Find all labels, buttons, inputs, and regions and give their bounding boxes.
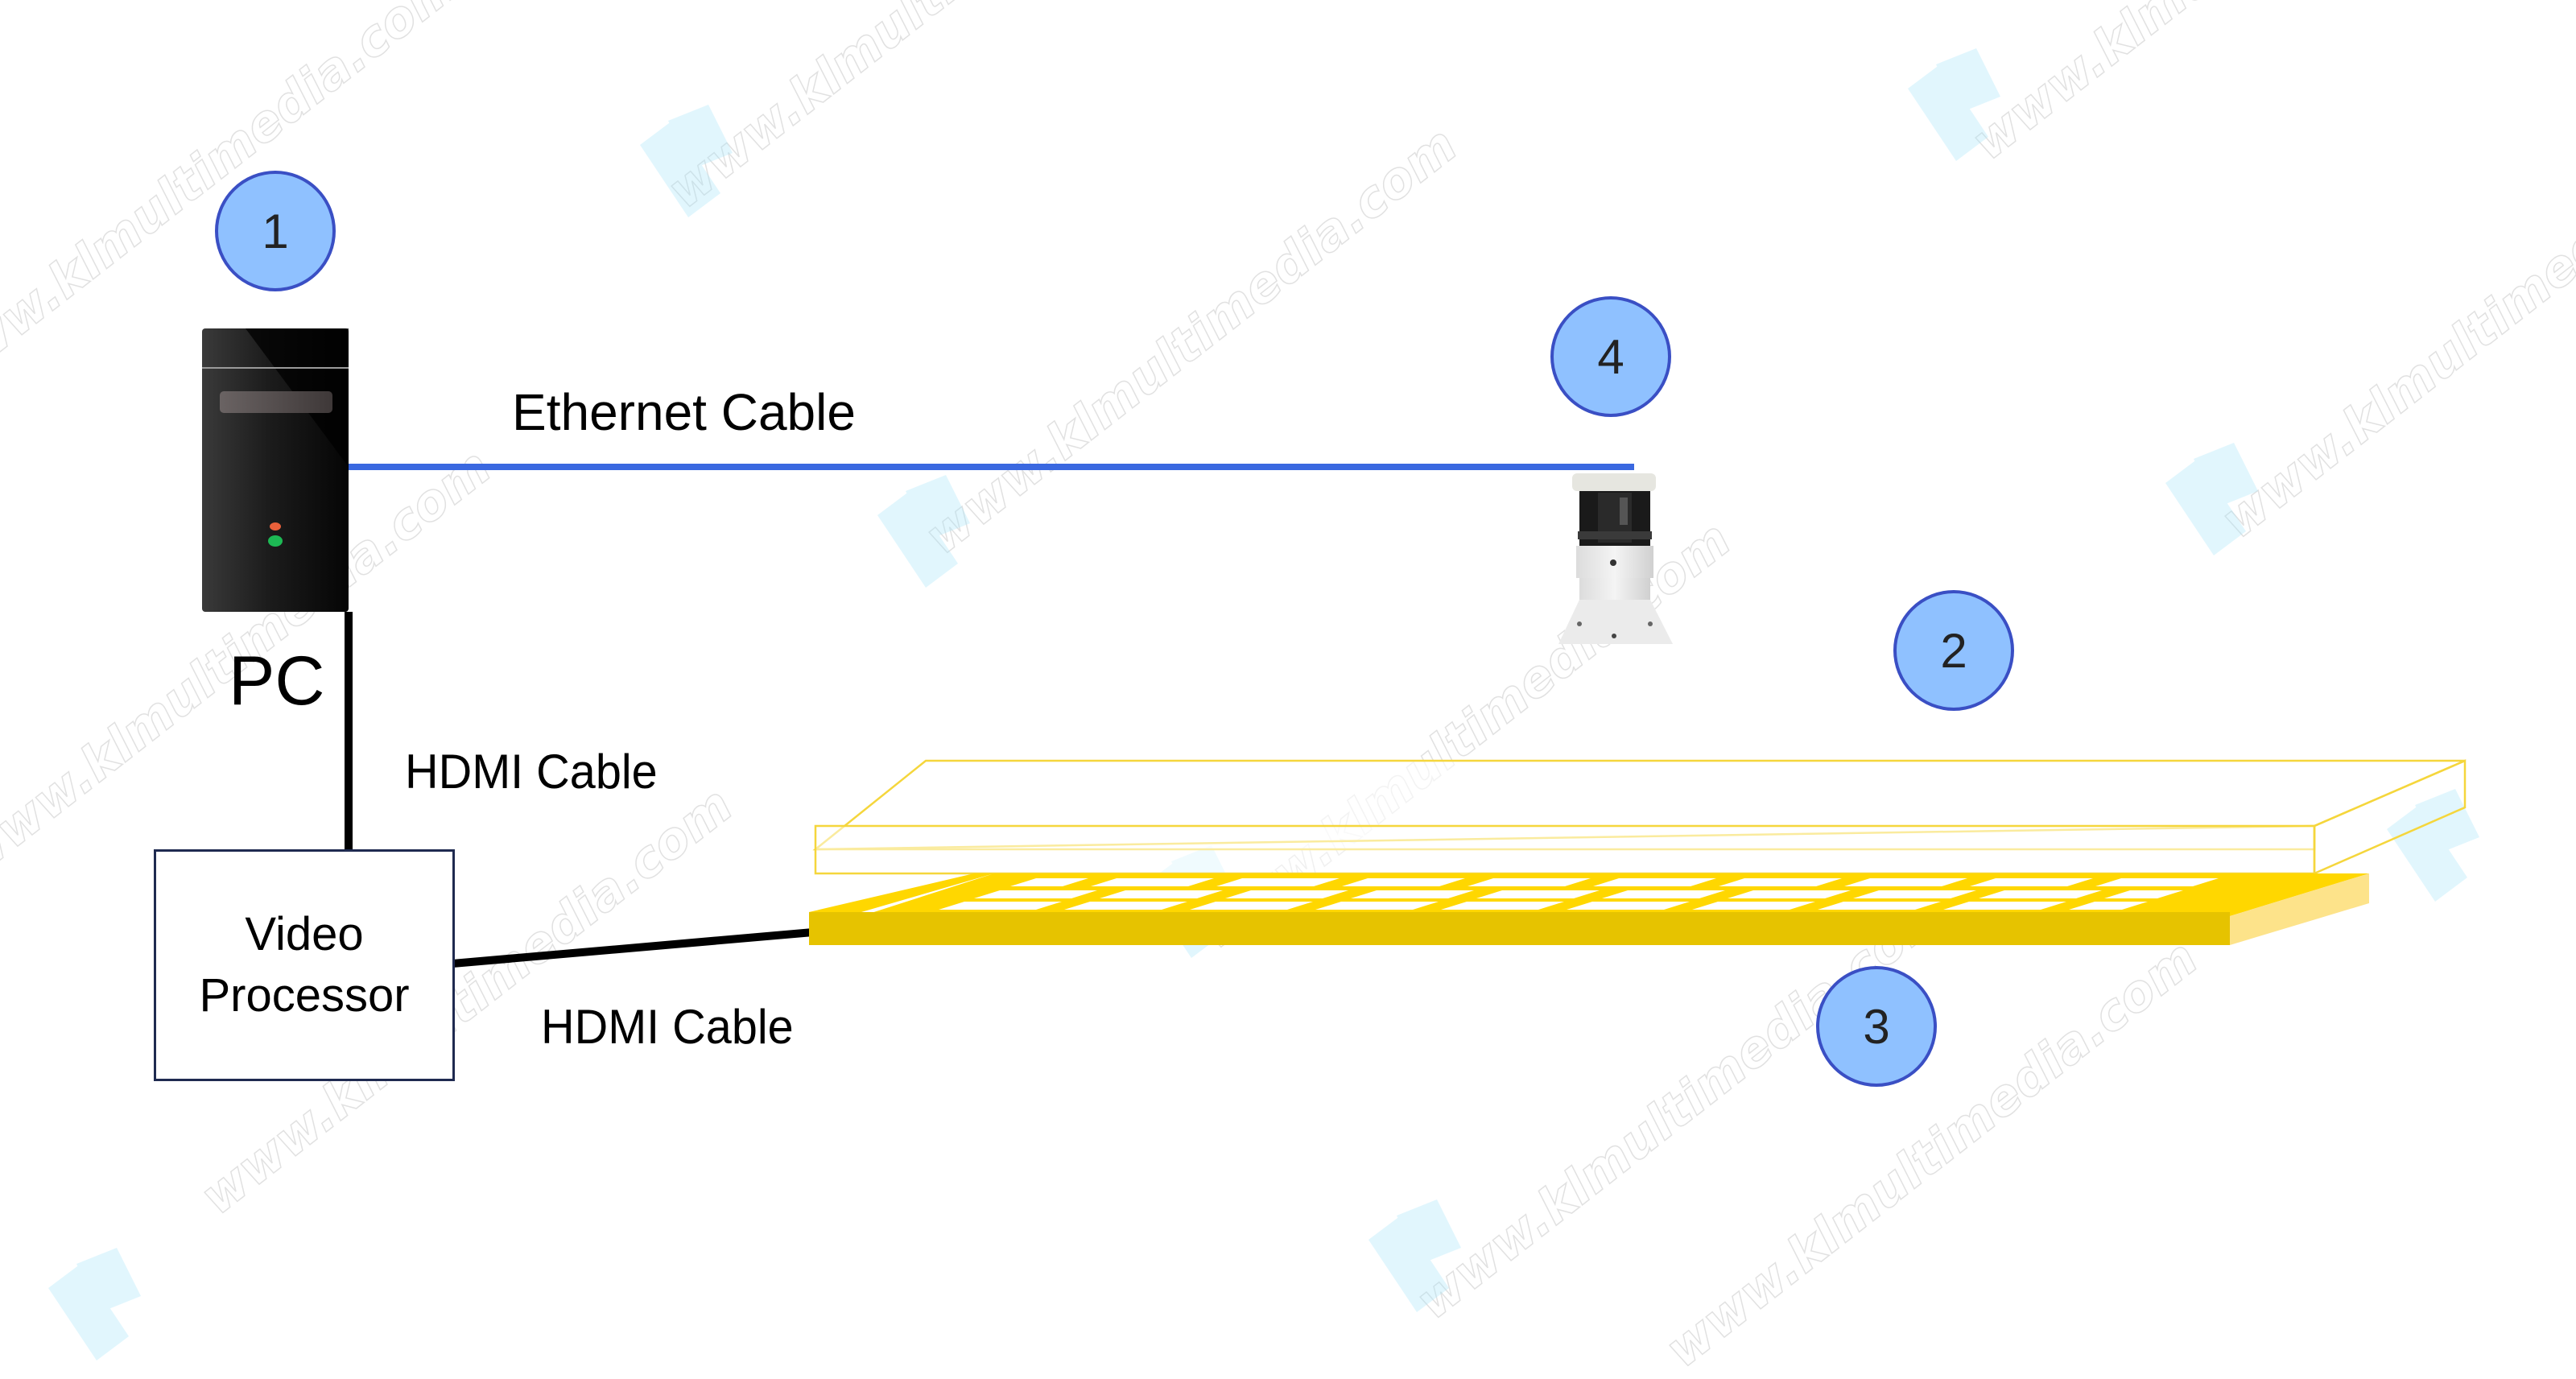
led-floor-grid <box>939 878 2219 910</box>
badge-led-screen: 2 <box>1893 590 2014 711</box>
pc-tower-icon <box>202 328 349 612</box>
video-processor-label-line2: Processor <box>199 969 410 1022</box>
ethernet-cable-label: Ethernet Cable <box>512 383 856 441</box>
badge-pc: 1 <box>215 171 336 291</box>
hdmi-cable-label-floor: HDMI Cable <box>541 1000 794 1054</box>
watermark-logo <box>48 48 2479 1360</box>
video-processor-label-line1: Video <box>245 908 364 960</box>
pc-label: PC <box>229 642 325 720</box>
sensor-device-icon <box>1558 473 1673 644</box>
hdmi-cable-line-floor <box>452 928 814 968</box>
badge-pc-number: 1 <box>262 204 289 258</box>
badge-sensor: 4 <box>1550 296 1671 417</box>
hdmi-cable-label-pc: HDMI Cable <box>405 745 658 799</box>
badge-led-floor: 3 <box>1816 966 1937 1087</box>
led-floor-panel <box>809 873 2369 945</box>
led-screen-box <box>812 759 2467 875</box>
badge-led-floor-number: 3 <box>1863 999 1890 1054</box>
badge-led-screen-number: 2 <box>1940 623 1967 678</box>
video-processor-box: Video Processor <box>154 849 455 1081</box>
badge-sensor-number: 4 <box>1597 329 1624 384</box>
